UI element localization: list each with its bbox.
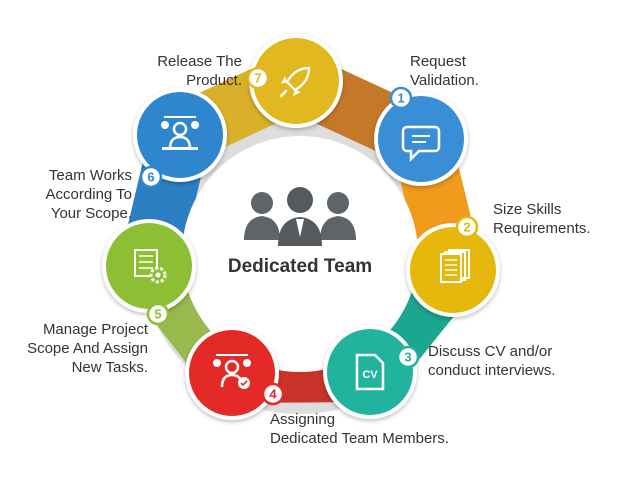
cv-file-icon: CV xyxy=(355,353,385,391)
step-7-number: 7 xyxy=(254,71,261,86)
rocket-icon xyxy=(279,66,311,98)
svg-text:CV: CV xyxy=(362,369,378,381)
step-1-circle xyxy=(378,96,464,182)
step-2-number: 2 xyxy=(463,220,470,235)
step-circles: 1 2CV 3 4 5 6 7 xyxy=(102,34,500,420)
step-1-badge: 1 xyxy=(389,86,413,110)
step-3-node: CV 3 xyxy=(323,325,420,419)
step-7-badge: 7 xyxy=(246,66,270,90)
step-6-number: 6 xyxy=(147,170,154,185)
step-4-number: 4 xyxy=(269,387,277,402)
diagram-title: Dedicated Team xyxy=(227,256,373,277)
step-3-circle xyxy=(327,329,413,415)
step-2-node: 2 xyxy=(406,215,500,317)
documents-icon xyxy=(440,249,470,283)
team-meeting-icon xyxy=(161,116,199,150)
step-1-node: 1 xyxy=(374,86,468,186)
team-approve-icon xyxy=(213,354,251,389)
step-5-number: 5 xyxy=(154,307,161,322)
step-6-node: 6 xyxy=(133,88,227,189)
team-people-icon xyxy=(244,187,356,246)
step-1-number: 1 xyxy=(397,91,404,106)
chat-bubble-icon xyxy=(401,125,441,163)
step-4-node: 4 xyxy=(185,326,285,420)
step-5-circle xyxy=(106,223,192,309)
step-4-badge: 4 xyxy=(261,382,285,406)
step-5-node: 5 xyxy=(102,219,196,326)
step-7-circle xyxy=(253,38,339,124)
step-2-badge: 2 xyxy=(455,215,479,239)
step-3-badge: 3 xyxy=(396,345,420,369)
center-hole xyxy=(182,136,418,372)
step-6-badge: 6 xyxy=(139,165,163,189)
project-gears-icon xyxy=(134,249,167,284)
step-5-badge: 5 xyxy=(146,302,170,326)
step-3-number: 3 xyxy=(404,350,411,365)
step-7-node: 7 xyxy=(246,34,343,128)
